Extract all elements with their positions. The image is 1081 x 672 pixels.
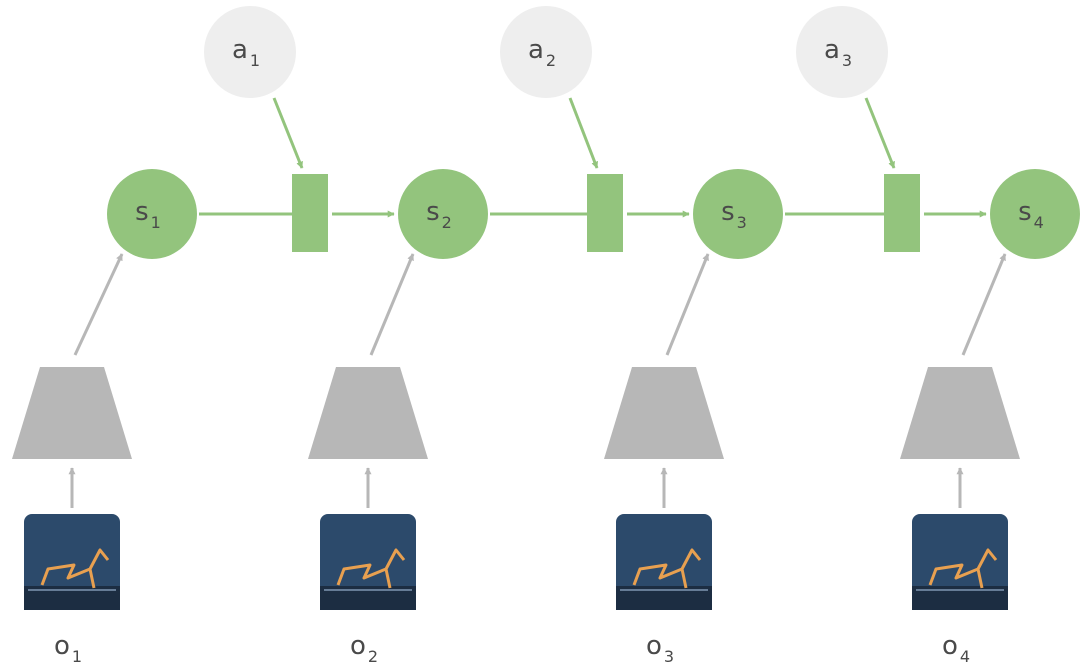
encoder-to-state-arrow [73, 253, 124, 356]
action-to-gate-arrow [568, 97, 599, 169]
observation-label-4-subscript: 4 [960, 647, 970, 666]
observation-label-2-subscript: 2 [368, 647, 378, 666]
state-label-subscript: 3 [737, 213, 747, 232]
encoder-3 [604, 367, 724, 459]
action-label-subscript: 1 [250, 51, 260, 70]
encoder-1 [12, 367, 132, 459]
state-label-letter: s [135, 197, 149, 227]
encoder-to-state-arrow [665, 253, 710, 356]
transition-gate-1 [292, 174, 328, 252]
observation-label-1-letter: o [54, 631, 70, 661]
observation-frame-1 [24, 514, 120, 610]
action-label-letter: a [232, 35, 248, 65]
action-circle [796, 6, 888, 98]
observation-label-2-letter: o [350, 631, 366, 661]
state-circle [693, 169, 783, 259]
state-label-letter: s [721, 197, 735, 227]
transition-gate-2 [587, 174, 623, 252]
state-label-subscript: 4 [1034, 213, 1044, 232]
observation-label-3-letter: o [646, 631, 662, 661]
walker-figure [632, 548, 702, 586]
walker-leg [384, 568, 392, 589]
observation-frame-4 [912, 514, 1008, 610]
action-to-gate-arrow [272, 97, 304, 169]
encoder-2 [308, 367, 428, 459]
action-label-subscript: 3 [842, 51, 852, 70]
walker-figure [928, 548, 998, 586]
observation-label-4-letter: o [942, 631, 958, 661]
state-circle [107, 169, 197, 259]
observation-frame-2 [320, 514, 416, 610]
transition-gate-3 [884, 174, 920, 252]
state-label-subscript: 1 [151, 213, 161, 232]
encoder-to-state-arrow [961, 253, 1007, 356]
state-label-subscript: 2 [442, 213, 452, 232]
action-circle [500, 6, 592, 98]
walker-figure [336, 548, 406, 586]
encoder-to-state-arrow [369, 253, 415, 356]
action-label-letter: a [528, 35, 544, 65]
walker-figure [40, 548, 110, 586]
action-label-letter: a [824, 35, 840, 65]
observation-frame-3 [616, 514, 712, 610]
state-circle [398, 169, 488, 259]
edges-layer [68, 97, 1007, 508]
action-label-subscript: 2 [546, 51, 556, 70]
state-circle [990, 169, 1080, 259]
observation-label-3-subscript: 3 [664, 647, 674, 666]
observation-label-1-subscript: 1 [72, 647, 82, 666]
walker-leg [680, 568, 688, 589]
state-label-letter: s [426, 197, 440, 227]
action-circle [204, 6, 296, 98]
action-to-gate-arrow [864, 97, 896, 169]
state-label-letter: s [1018, 197, 1032, 227]
encoder-4 [900, 367, 1020, 459]
walker-leg [976, 568, 984, 589]
walker-leg [88, 568, 96, 589]
